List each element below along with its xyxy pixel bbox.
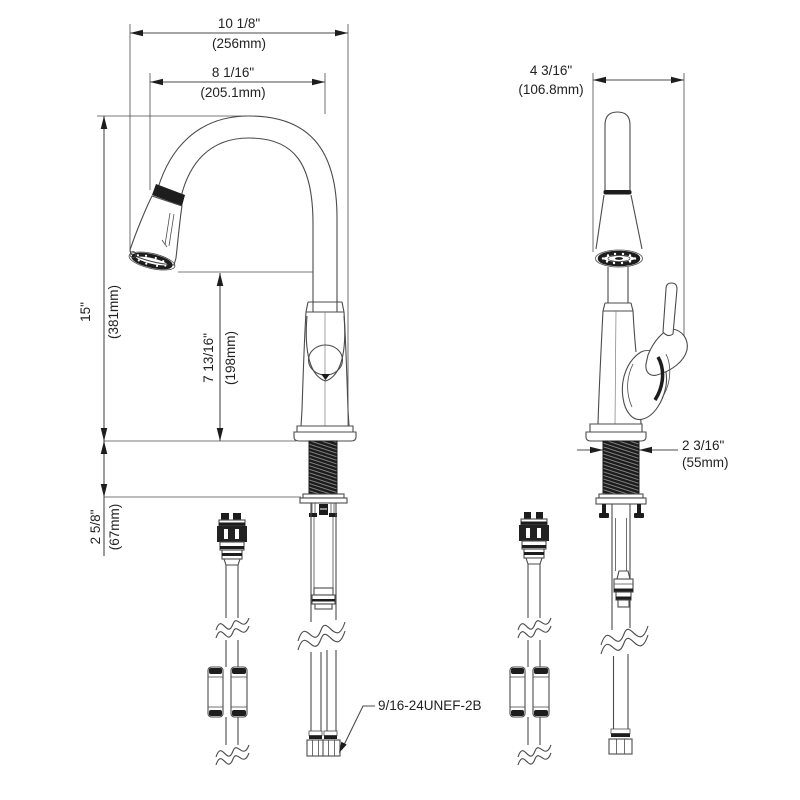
depth-metric: (106.8mm) bbox=[518, 82, 583, 97]
dim-deck-thickness: 2 5/8" (67mm) bbox=[88, 440, 301, 556]
quick-connector-front bbox=[217, 513, 247, 566]
dim-overall-width: 10 1/8" (256mm) bbox=[129, 16, 349, 426]
deck-thickness-metric: (67mm) bbox=[107, 504, 122, 551]
handle-lever-side bbox=[621, 282, 688, 421]
handle-loop bbox=[305, 315, 346, 382]
mounting-shank-front bbox=[299, 440, 348, 517]
spout-side bbox=[595, 111, 643, 268]
thread-spec-label: 9/16-24UNEF-2B bbox=[378, 698, 482, 713]
spray-face-side bbox=[595, 249, 643, 268]
spray-face bbox=[128, 251, 176, 271]
shank-width-inches: 2 3/16" bbox=[682, 438, 725, 453]
pipe-break-side bbox=[600, 625, 649, 655]
spray-hose-side bbox=[509, 512, 552, 766]
hose-weight-side bbox=[509, 666, 550, 718]
quick-connector-side bbox=[519, 512, 549, 565]
overall-height-metric: (381mm) bbox=[106, 285, 121, 339]
dim-shank-width: 2 3/16" (55mm) bbox=[577, 438, 729, 470]
spray-head bbox=[128, 184, 185, 271]
gooseneck-spout bbox=[157, 115, 338, 312]
supply-tube-side bbox=[600, 504, 649, 755]
faucet-body-front bbox=[293, 301, 357, 442]
dim-spout-reach: 8 1/16" (205.1mm) bbox=[149, 65, 326, 190]
dim-spout-height: 7 13/16" (198mm) bbox=[178, 271, 313, 441]
depth-inches: 4 3/16" bbox=[530, 63, 573, 78]
hose-connector-side bbox=[613, 570, 634, 608]
dim-depth: 4 3/16" (106.8mm) bbox=[518, 63, 685, 348]
thread-spec-callout: 9/16-24UNEF-2B bbox=[339, 698, 482, 753]
supply-nut-side bbox=[608, 728, 633, 755]
spout-height-metric: (198mm) bbox=[223, 331, 238, 385]
spout-reach-metric: (205.1mm) bbox=[200, 85, 265, 100]
base-escutcheon-front bbox=[293, 425, 357, 442]
overall-width-inches: 10 1/8" bbox=[218, 16, 261, 31]
supply-nuts-front bbox=[306, 730, 341, 757]
spout-height-inches: 7 13/16" bbox=[201, 333, 216, 383]
overall-height-inches: 15" bbox=[78, 302, 93, 322]
spray-hose-front bbox=[207, 513, 250, 766]
hose-weight-front bbox=[207, 666, 248, 718]
shank-width-metric: (55mm) bbox=[682, 455, 729, 470]
spout-reach-inches: 8 1/16" bbox=[212, 65, 255, 80]
dim-overall-height: 15" (381mm) bbox=[78, 115, 250, 441]
supply-tube-front bbox=[297, 503, 346, 757]
overall-width-metric: (256mm) bbox=[212, 36, 266, 51]
mounting-bolts-side bbox=[599, 504, 644, 518]
hose-connector-front bbox=[311, 587, 336, 610]
deck-thickness-inches: 2 5/8" bbox=[88, 509, 103, 544]
mounting-shank-side bbox=[585, 423, 647, 518]
pipe-break-front bbox=[297, 621, 346, 651]
